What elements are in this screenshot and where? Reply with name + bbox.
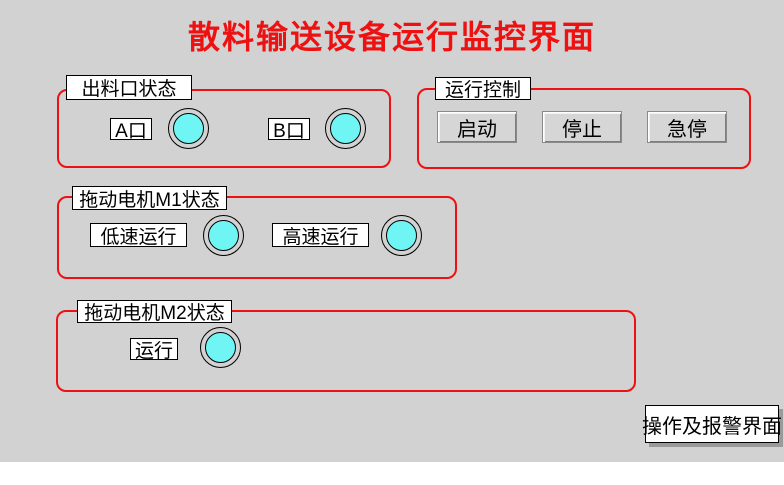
page-title: 散料输送设备运行监控界面 [187,19,596,55]
m1-low-speed-label: 低速运行 [90,223,187,248]
outlet-b-indicator-lamp [325,108,366,149]
outlet-b-label: B口 [268,118,310,142]
motor-m2-status-group-label: 拖动电机M2状态 [77,300,232,324]
outlet-status-group [57,89,391,168]
m2-run-label: 运行 [130,338,178,362]
start-button[interactable]: 启动 [437,111,517,143]
motor-m1-status-group-label: 拖动电机M1状态 [72,186,227,211]
emergency-stop-button[interactable]: 急停 [647,111,727,143]
m1-high-speed-indicator-lamp [381,215,422,256]
lamp-core [386,220,417,251]
hmi-canvas: 散料输送设备运行监控界面 出料口状态 A口 B口 运行控制 启动 停止 急停 拖… [0,0,784,462]
m1-low-speed-indicator-lamp [203,215,244,256]
lamp-core [330,113,361,144]
m2-run-indicator-lamp [200,327,241,368]
lamp-core [205,332,236,363]
lamp-core [208,220,239,251]
outlet-a-indicator-lamp [168,108,209,149]
stop-button[interactable]: 停止 [542,111,622,143]
lamp-core [173,113,204,144]
outlet-a-label: A口 [110,118,152,142]
run-control-group [417,88,751,169]
motor-m1-status-group [57,196,457,279]
m1-high-speed-label: 高速运行 [272,223,369,248]
operation-alarm-screen-button[interactable]: 操作及报警界面 [642,405,782,443]
motor-m2-status-group [56,310,636,392]
run-control-group-label: 运行控制 [435,77,531,101]
outlet-status-group-label: 出料口状态 [66,75,192,100]
